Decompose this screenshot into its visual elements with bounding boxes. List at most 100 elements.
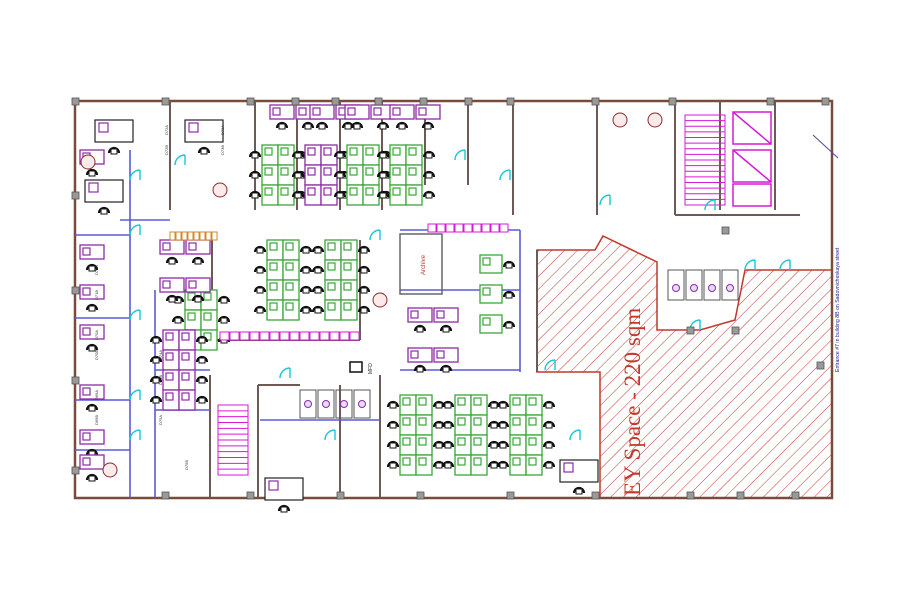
chair-icon — [333, 190, 347, 199]
pedestal — [402, 397, 411, 406]
chair-back — [149, 395, 163, 403]
chair-seat — [280, 506, 288, 513]
chair-back — [248, 150, 262, 158]
chair-seat — [278, 123, 286, 130]
chair-icon — [357, 285, 371, 294]
toilet-icon — [690, 284, 698, 292]
pedestal — [563, 462, 574, 473]
cabinet — [329, 331, 340, 341]
pedestal — [88, 182, 99, 193]
pedestal — [298, 107, 307, 116]
desk — [407, 347, 433, 363]
chair-icon — [441, 440, 455, 449]
pedestal — [82, 432, 91, 441]
chair-seat — [398, 123, 406, 130]
chair-seat — [251, 152, 259, 159]
pedestal — [264, 187, 273, 196]
chair-back — [197, 146, 211, 154]
chair-back — [376, 121, 390, 129]
pedestal — [327, 302, 336, 311]
chair-back — [413, 364, 427, 372]
cabinet — [436, 223, 446, 233]
round-table — [80, 154, 96, 170]
chair-icon — [413, 324, 427, 333]
chair-back — [311, 305, 325, 313]
cabinet — [175, 231, 182, 241]
columns — [71, 97, 830, 500]
column — [71, 376, 80, 385]
chair-seat — [302, 267, 310, 274]
pedestal — [473, 397, 482, 406]
chair-icon — [253, 245, 267, 254]
pedestal — [312, 107, 321, 116]
pedestal — [402, 457, 411, 466]
wc-cubicle — [335, 389, 353, 419]
pedestal — [280, 167, 289, 176]
cabinet — [169, 231, 176, 241]
column — [766, 97, 775, 106]
chair-back — [85, 403, 99, 411]
chair-seat — [314, 247, 322, 254]
pedestal — [323, 167, 332, 176]
chair-icon — [413, 364, 427, 373]
chair-back — [299, 305, 313, 313]
chair-icon — [439, 324, 453, 333]
chair-icon — [422, 170, 436, 179]
chair-seat — [505, 322, 513, 329]
wc-cubicle — [721, 269, 739, 301]
chair-back — [85, 263, 99, 271]
chair-back — [439, 364, 453, 372]
chair-back — [291, 190, 305, 198]
stair-outline — [684, 114, 726, 206]
chair-icon — [357, 265, 371, 274]
pedestal — [343, 262, 352, 271]
chair-icon — [165, 256, 179, 265]
chair-back — [315, 121, 329, 129]
pedestal — [269, 282, 278, 291]
cabinet — [481, 223, 491, 233]
pedestal — [268, 480, 279, 491]
chair-icon — [253, 265, 267, 274]
chair-seat — [314, 307, 322, 314]
desk — [479, 284, 503, 304]
chair-back — [422, 190, 436, 198]
pedestal — [418, 397, 427, 406]
pedestal — [181, 352, 190, 361]
chair-icon — [502, 260, 516, 269]
chair-back — [421, 121, 435, 129]
column — [416, 491, 425, 500]
door-swing — [544, 359, 556, 371]
chair-seat — [88, 475, 96, 482]
pedestal — [349, 187, 358, 196]
pedestal — [457, 417, 466, 426]
chair-seat — [379, 172, 387, 179]
cabinet — [229, 331, 240, 341]
desk-tag: D69B — [94, 415, 99, 425]
chair-back — [253, 305, 267, 313]
chair-seat — [444, 442, 452, 449]
desk — [185, 239, 211, 255]
chair-icon — [357, 305, 371, 314]
chair-seat — [499, 402, 507, 409]
chair-seat — [416, 366, 424, 373]
desk-tag: D70A — [94, 330, 99, 340]
desk — [433, 307, 459, 323]
column — [374, 97, 383, 106]
pedestal — [482, 287, 491, 296]
desk — [415, 104, 441, 120]
column — [591, 491, 600, 500]
column — [686, 491, 695, 500]
column — [721, 226, 730, 235]
cabinet — [299, 331, 310, 341]
chair-seat — [256, 287, 264, 294]
column — [686, 326, 695, 335]
pedestal — [528, 417, 537, 426]
chair-seat — [425, 172, 433, 179]
chair-back — [422, 150, 436, 158]
pedestal — [181, 392, 190, 401]
chair-icon — [299, 265, 313, 274]
toilet-icon — [708, 284, 716, 292]
chair-seat — [198, 397, 206, 404]
pedestal — [436, 350, 445, 359]
cabinet — [499, 223, 509, 233]
